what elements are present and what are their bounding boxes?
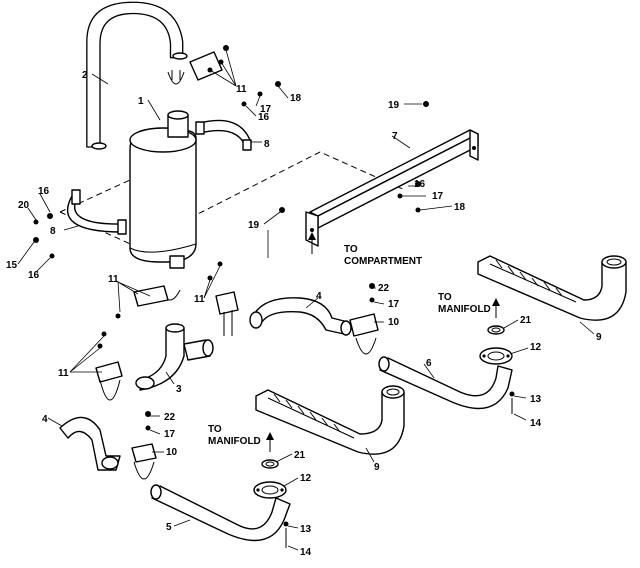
callout-13: 13 [530, 394, 542, 405]
callout-16: 16 [258, 112, 270, 123]
callout-16: 16 [414, 179, 426, 190]
callout-22: 22 [164, 412, 176, 423]
gasket-right [487, 325, 505, 335]
u-bolt-clamps [95, 51, 379, 480]
callout-3: 3 [176, 384, 182, 395]
callout-labels: 2 1 11 18 17 16 8 19 7 16 17 18 19 16 20… [6, 70, 602, 558]
callout-18: 18 [454, 202, 466, 213]
note-to-manifold-left-line2: MANIFOLD [208, 436, 261, 447]
callout-17: 17 [260, 104, 272, 115]
callout-17: 17 [432, 191, 444, 202]
callout-11: 11 [194, 294, 205, 305]
callout-16: 16 [38, 186, 50, 197]
callout-4: 4 [316, 291, 322, 302]
manifold-pipe-left [255, 385, 405, 455]
callout-1: 1 [138, 96, 144, 107]
callout-8: 8 [264, 139, 270, 150]
direction-notes: TO COMPARTMENT TO MANIFOLD TO MANIFOLD [208, 244, 491, 447]
flange-right [479, 347, 513, 365]
callout-11: 11 [236, 84, 247, 95]
gasket-left [261, 459, 279, 469]
strap-clamp-upper [195, 119, 252, 151]
straight-pipe-upper [378, 356, 513, 410]
strap-clamp-lower [66, 189, 127, 235]
callout-20: 20 [18, 200, 30, 211]
callout-10: 10 [388, 317, 400, 328]
callout-19: 19 [248, 220, 260, 231]
callout-4: 4 [42, 414, 48, 425]
bend-pipe-lower [59, 416, 121, 471]
inlet-elbow [135, 323, 214, 391]
callout-12: 12 [530, 342, 542, 353]
callout-19: 19 [388, 100, 400, 111]
tail-pipe [86, 1, 188, 150]
callout-10: 10 [166, 447, 178, 458]
callout-11: 11 [58, 368, 69, 379]
callout-16: 16 [28, 270, 40, 281]
callout-9: 9 [596, 332, 602, 343]
callout-11: 11 [108, 274, 119, 285]
mounting-bracket [305, 129, 479, 247]
note-to-compartment-line2: COMPARTMENT [344, 256, 422, 267]
note-to-manifold-right-line1: TO [438, 292, 452, 303]
note-to-compartment-line1: TO [344, 244, 358, 255]
manifold-pipe-right [477, 255, 627, 321]
callout-9: 9 [374, 462, 380, 473]
callout-2: 2 [82, 70, 88, 81]
callout-6: 6 [426, 358, 432, 369]
muffler [129, 110, 197, 269]
callout-7: 7 [392, 131, 398, 142]
callout-15: 15 [6, 260, 18, 271]
callout-14: 14 [300, 547, 312, 558]
leader-lines [17, 49, 595, 551]
callout-17: 17 [388, 299, 400, 310]
callout-8: 8 [50, 226, 56, 237]
callout-21: 21 [294, 450, 306, 461]
flow-arrows [266, 232, 500, 452]
flange-left [253, 481, 287, 499]
note-to-manifold-right-line2: MANIFOLD [438, 304, 491, 315]
callout-14: 14 [530, 418, 542, 429]
callout-5: 5 [166, 522, 172, 533]
callout-17: 17 [164, 429, 176, 440]
straight-pipe-lower [150, 484, 291, 542]
hardware [33, 45, 515, 548]
note-to-manifold-left-line1: TO [208, 424, 222, 435]
callout-22: 22 [378, 283, 390, 294]
callout-13: 13 [300, 524, 312, 535]
callout-18: 18 [290, 93, 302, 104]
alignment-lines [59, 111, 406, 263]
callout-12: 12 [300, 473, 312, 484]
bend-pipe-upper [249, 297, 352, 336]
callout-21: 21 [520, 315, 532, 326]
